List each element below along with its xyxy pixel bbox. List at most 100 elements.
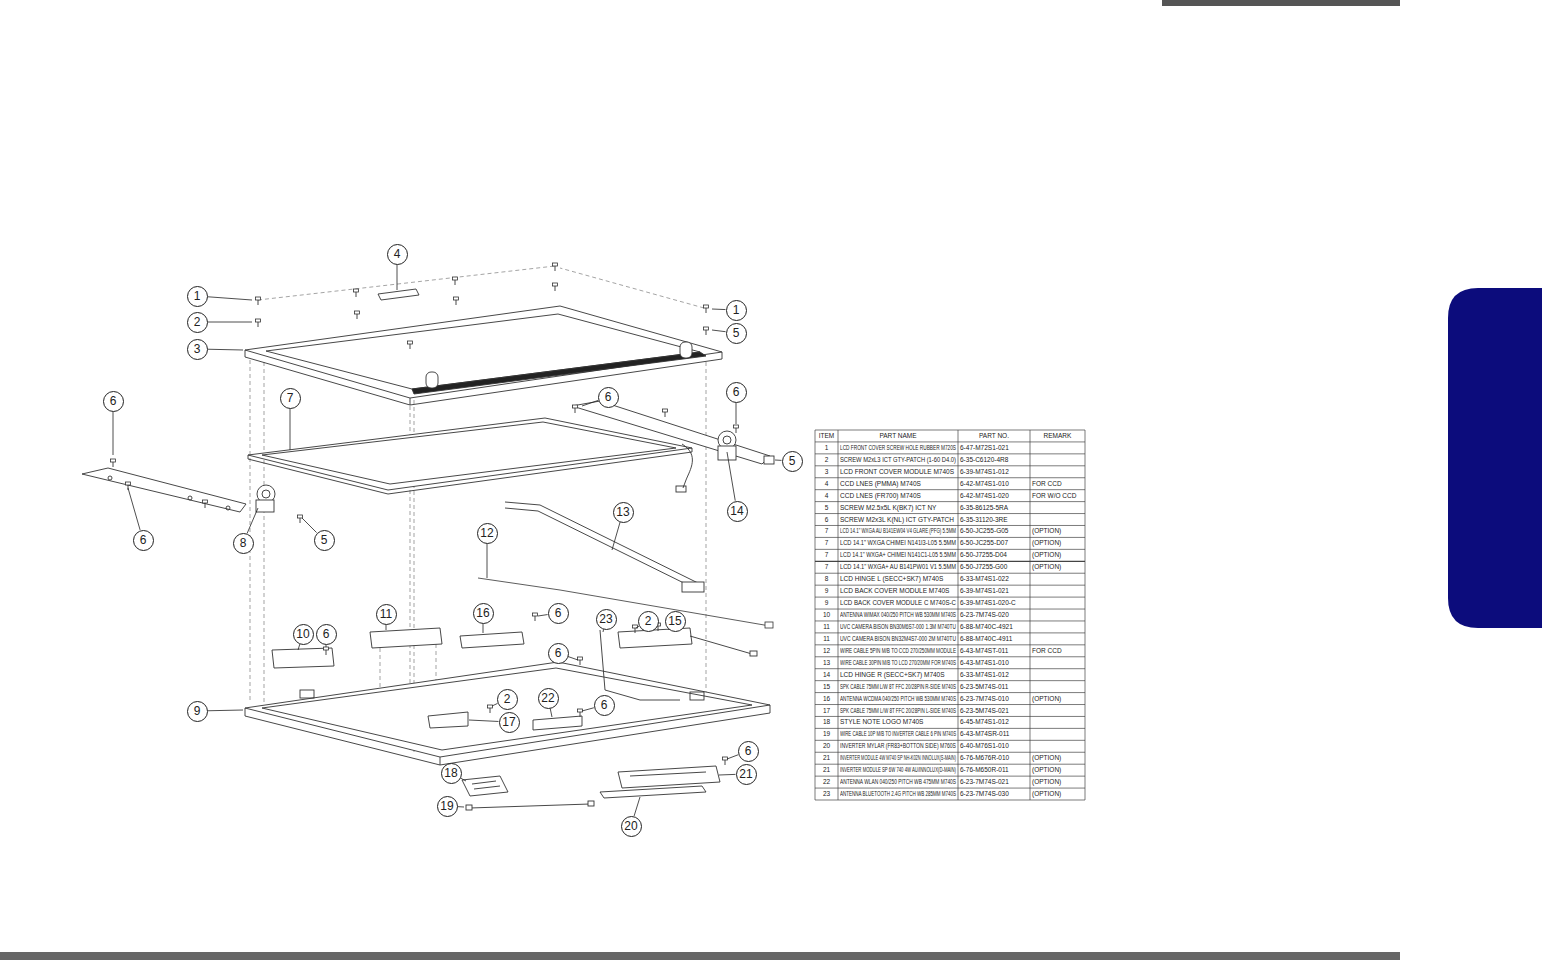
table-cell: 6-39-M74S1-012 bbox=[960, 466, 1009, 478]
callout-circle: 6 bbox=[103, 391, 124, 412]
table-cell: (OPTION) bbox=[1032, 752, 1061, 764]
leader-line bbox=[207, 297, 252, 300]
screw-symbol bbox=[488, 705, 493, 713]
callout-number: 6 bbox=[601, 699, 608, 711]
top-bar bbox=[1162, 0, 1400, 6]
screw-symbol bbox=[706, 330, 707, 335]
table-cell: SCREW M2x3L K(NL) ICT GTY-PATCH bbox=[840, 514, 954, 526]
screw-symbol bbox=[256, 319, 261, 327]
leader-line bbox=[487, 544, 488, 579]
callout-circle: 13 bbox=[613, 502, 634, 523]
table-rule bbox=[815, 668, 1085, 669]
lcd-panel bbox=[248, 418, 692, 490]
small-part bbox=[472, 781, 500, 789]
lcd-hinge-right bbox=[572, 401, 774, 464]
assembly-line bbox=[250, 360, 251, 700]
small-part bbox=[690, 636, 752, 654]
callout-number: 23 bbox=[599, 613, 612, 625]
leader-line bbox=[386, 625, 387, 631]
table-cell: (OPTION) bbox=[1032, 776, 1061, 788]
lcd-panel bbox=[248, 418, 692, 494]
callout-number: 10 bbox=[296, 628, 309, 640]
callout-circle: 21 bbox=[736, 764, 757, 785]
back-cover bbox=[690, 692, 704, 700]
screw-symbol bbox=[578, 709, 583, 717]
leader-line bbox=[727, 755, 738, 759]
screw-symbol bbox=[578, 709, 583, 712]
small-part bbox=[370, 628, 442, 648]
table-cell: 6 bbox=[825, 514, 829, 526]
callout-circle: 10 bbox=[293, 624, 314, 645]
table-cell: CCD LNES (PMMA) M740S bbox=[840, 478, 921, 490]
screw-symbol bbox=[111, 459, 116, 467]
table-cell: 2 bbox=[825, 454, 829, 466]
table-cell: (OPTION) bbox=[1032, 764, 1061, 776]
callout-number: 5 bbox=[789, 455, 796, 467]
table-cell: 8 bbox=[825, 573, 829, 585]
screw-symbol bbox=[553, 263, 558, 271]
table-rule bbox=[815, 776, 1085, 777]
leader-line bbox=[582, 400, 598, 406]
callout-circle: 23 bbox=[596, 609, 617, 630]
table-cell: 6-23-7M74S-010 bbox=[960, 693, 1009, 705]
callout-number: 21 bbox=[739, 768, 752, 780]
table-rule bbox=[815, 561, 1085, 562]
table-cell: 21 bbox=[823, 752, 830, 764]
screw-symbol bbox=[256, 319, 261, 322]
table-grid bbox=[815, 430, 1085, 800]
lcd-cable bbox=[505, 502, 704, 592]
callout-number: 6 bbox=[110, 395, 117, 407]
table-cell: SCREW M2.5x5L K(BK7) ICT NY bbox=[840, 502, 936, 514]
back-cover bbox=[440, 757, 441, 765]
table-cell: (OPTION) bbox=[1032, 549, 1061, 561]
table-cell: 6-23-7M74S-030 bbox=[960, 788, 1009, 800]
callout-number: 3 bbox=[194, 343, 201, 355]
callout-circle: 5 bbox=[726, 323, 747, 344]
table-rule bbox=[815, 430, 816, 800]
small-part bbox=[533, 716, 582, 730]
small-part bbox=[428, 712, 468, 728]
lcd-cable bbox=[505, 508, 698, 590]
table-cell: 7 bbox=[825, 561, 829, 573]
lcd-panel bbox=[262, 422, 676, 484]
table-rule bbox=[815, 441, 1085, 442]
leader-line bbox=[207, 710, 243, 712]
back-cover bbox=[245, 662, 770, 757]
callout-circle: 6 bbox=[316, 624, 337, 645]
callout-circle: 1 bbox=[726, 300, 747, 321]
table-cell: 18 bbox=[823, 716, 830, 728]
screw-symbol bbox=[454, 297, 459, 300]
leader-line bbox=[612, 522, 620, 550]
table-cell: CCD LNES (FR700) M740S bbox=[840, 490, 921, 502]
table-cell: 6-23-5M74S-021 bbox=[960, 705, 1009, 717]
table-cell: 6-39-M74S1-020-C bbox=[960, 597, 1016, 609]
callout-circle: 2 bbox=[497, 689, 518, 710]
callout-number: 17 bbox=[502, 716, 515, 728]
lcd-hinge-left bbox=[226, 506, 230, 510]
assembly-line bbox=[706, 362, 707, 702]
small-part bbox=[272, 628, 757, 810]
table-cell: 7 bbox=[825, 525, 829, 537]
leader-line bbox=[302, 518, 317, 533]
front-cover bbox=[680, 342, 692, 358]
screw-symbol bbox=[663, 409, 668, 417]
small-part bbox=[466, 805, 472, 810]
table-cell: 6-43-M74SR-011 bbox=[960, 728, 1009, 740]
leader-line bbox=[113, 412, 114, 456]
table-cell: 6-23-5M74S-011 bbox=[960, 681, 1008, 693]
leader-line bbox=[460, 778, 466, 781]
callout-number: 22 bbox=[541, 692, 554, 704]
table-rule bbox=[815, 453, 1085, 454]
table-cell: ANTENNA WCDMA 040/250 PITCH WB 530MM M74… bbox=[840, 693, 956, 705]
screw-symbol bbox=[111, 459, 116, 462]
screw-symbol bbox=[357, 314, 358, 319]
table-cell: 6-23-7M74S-020 bbox=[960, 609, 1009, 621]
callout-number: 20 bbox=[624, 820, 637, 832]
table-cell: ANTENNA BLUETOOTH 2.4G PITCH WB 285MM M7… bbox=[840, 788, 956, 800]
screw-symbol bbox=[578, 657, 583, 660]
callout-circle: 4 bbox=[387, 244, 408, 265]
screw-symbol bbox=[723, 757, 728, 765]
callout-circle: 11 bbox=[376, 604, 397, 625]
callout-number: 13 bbox=[616, 506, 629, 518]
screw-symbol bbox=[553, 263, 558, 266]
